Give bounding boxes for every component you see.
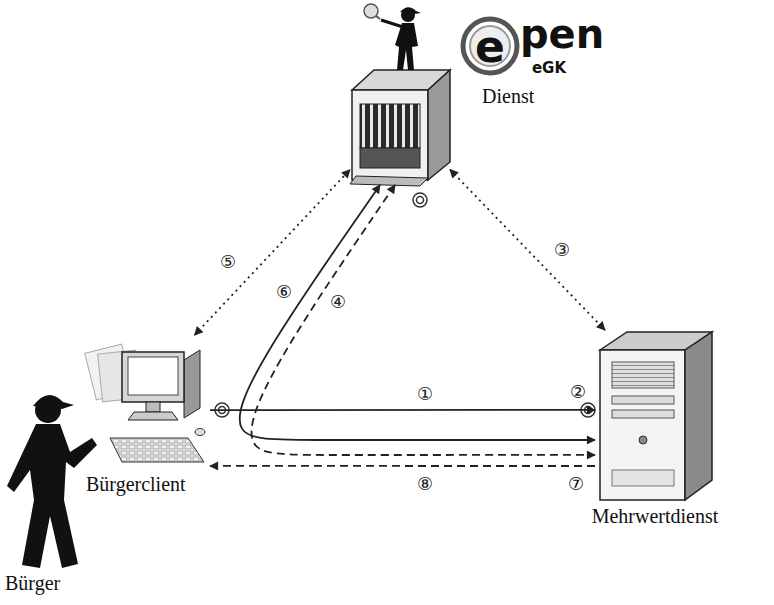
service-cube-part bbox=[352, 90, 428, 180]
service-cube-part bbox=[428, 70, 450, 180]
callout-number: ④ bbox=[328, 292, 348, 312]
node-label: Mehrwertdienst bbox=[592, 505, 719, 528]
connector-arrow bbox=[210, 409, 595, 411]
logo-ring bbox=[463, 19, 517, 73]
connector-arrow bbox=[252, 185, 595, 455]
logo-ring-part bbox=[463, 19, 517, 73]
connector-arrow bbox=[450, 170, 605, 330]
client-computer-part bbox=[195, 429, 205, 436]
service-cube-part bbox=[360, 148, 420, 168]
client-computer-part bbox=[128, 357, 178, 395]
node-label: Bürger bbox=[5, 572, 60, 595]
server-tower-part bbox=[612, 470, 674, 486]
admin-figure-part bbox=[376, 16, 380, 19]
server-tower-part bbox=[612, 362, 674, 388]
citizen-figure bbox=[7, 395, 97, 568]
admin-figure-part bbox=[395, 23, 418, 70]
admin-figure-part bbox=[364, 4, 378, 18]
callout-number: ⑦ bbox=[568, 475, 584, 493]
connector-arrow bbox=[195, 170, 350, 335]
server-tower-part bbox=[612, 396, 674, 404]
service-port-part bbox=[413, 193, 427, 207]
service-cube bbox=[350, 70, 450, 186]
client-computer-part bbox=[146, 402, 160, 412]
logo-text: pen bbox=[520, 14, 604, 54]
node-label: Dienst bbox=[482, 85, 534, 108]
client-computer bbox=[110, 350, 205, 462]
client-computer-part bbox=[128, 412, 178, 420]
admin-figure bbox=[364, 4, 421, 70]
client-computer-part bbox=[110, 438, 204, 462]
client-computer-part bbox=[122, 352, 184, 402]
callout-number: ⑥ bbox=[274, 282, 294, 302]
node-shape: Mehrwertdienst bbox=[595, 330, 715, 500]
service-cube-part bbox=[350, 176, 428, 186]
service-port bbox=[413, 193, 427, 207]
service-cube-part bbox=[360, 104, 420, 148]
citizen-figure-part bbox=[7, 424, 97, 568]
logo-text: e bbox=[475, 25, 505, 69]
logo-text: eGK bbox=[532, 61, 566, 76]
server-tower bbox=[600, 332, 712, 500]
node-shape: Bürgerclient bbox=[100, 335, 210, 470]
service-port-part bbox=[417, 197, 424, 204]
node-shape: Bürger bbox=[5, 380, 95, 570]
admin-figure-part bbox=[381, 20, 403, 27]
connector-arrow bbox=[240, 185, 595, 440]
callout-number: ③ bbox=[552, 240, 572, 260]
callout-number: ② bbox=[570, 383, 586, 401]
server-tower-part bbox=[685, 332, 712, 500]
server-tower-part bbox=[600, 350, 685, 500]
node-shape: Dienst bbox=[350, 45, 450, 185]
callout-number: ① bbox=[415, 384, 435, 404]
callout-number: ⑤ bbox=[218, 252, 238, 272]
connector-arrow bbox=[210, 465, 595, 467]
server-tower-part bbox=[612, 410, 674, 418]
client-computer-part bbox=[184, 350, 200, 418]
citizen-figure-part bbox=[33, 395, 74, 409]
callout-number: ⑧ bbox=[415, 474, 435, 494]
server-tower-part bbox=[639, 436, 647, 444]
node-label: Bürgerclient bbox=[86, 473, 186, 496]
admin-figure-part bbox=[400, 7, 421, 14]
